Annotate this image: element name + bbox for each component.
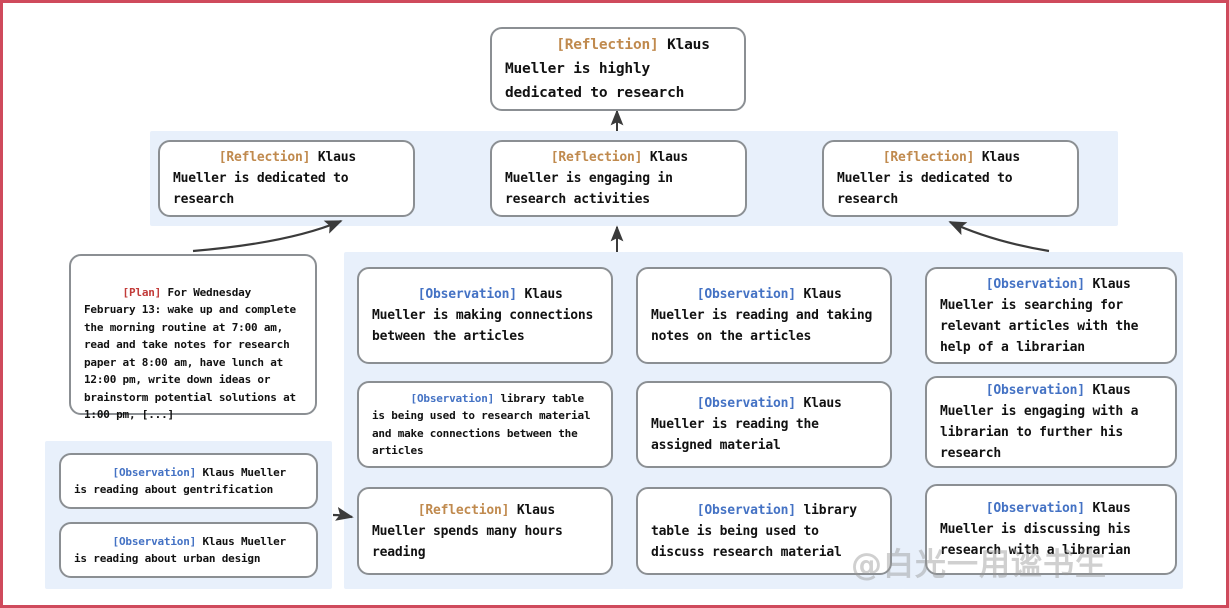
node-text: Klaus Mueller is dedicated to research	[837, 150, 1028, 207]
node-text: Klaus Mueller is reading and taking note…	[651, 287, 880, 344]
node-col1-reflection[interactable]: [Reflection] Klaus Mueller spends many h…	[357, 487, 613, 575]
node-text: Klaus Mueller is engaging with a librari…	[940, 383, 1146, 461]
tag-reflection: [Reflection]	[882, 150, 975, 165]
tag-observation: [Observation]	[696, 502, 796, 518]
tag-observation: [Observation]	[112, 534, 197, 548]
node-level2-left[interactable]: [Reflection] Klaus Mueller is dedicated …	[158, 140, 415, 217]
node-text: Klaus Mueller is discussing his research…	[940, 501, 1139, 558]
node-col3-observation-3[interactable]: [Observation] Klaus Mueller is discussin…	[925, 484, 1177, 575]
node-level2-right[interactable]: [Reflection] Klaus Mueller is dedicated …	[822, 140, 1079, 217]
node-col1-observation-2[interactable]: [Observation] library table is being use…	[357, 381, 613, 468]
node-col3-observation-1[interactable]: [Observation] Klaus Mueller is searching…	[925, 267, 1177, 364]
node-text: Klaus Mueller is dedicated to research	[173, 150, 364, 207]
node-text: library table is being used to research …	[372, 391, 597, 458]
node-text: For Wednesday February 13: wake up and c…	[84, 285, 303, 422]
tag-observation: [Observation]	[985, 276, 1085, 292]
tag-plan: [Plan]	[122, 285, 162, 299]
node-plan[interactable]: [Plan] For Wednesday February 13: wake u…	[69, 254, 317, 421]
node-col2-observation-3[interactable]: [Observation] library table is being use…	[636, 487, 892, 575]
node-text: library table is being used to discuss r…	[651, 502, 865, 560]
tag-reflection: [Reflection]	[556, 37, 659, 53]
node-left-observation-2[interactable]: [Observation] Klaus Mueller is reading a…	[59, 522, 318, 578]
tag-reflection: [Reflection]	[417, 502, 510, 518]
node-text: Klaus Mueller is searching for relevant …	[940, 276, 1146, 355]
node-col1-observation-1[interactable]: [Observation] Klaus Mueller is making co…	[357, 267, 613, 364]
node-left-observation-1[interactable]: [Observation] Klaus Mueller is reading a…	[59, 453, 318, 509]
node-text: Klaus Mueller is reading about urban des…	[74, 534, 293, 566]
tag-observation: [Observation]	[410, 391, 495, 405]
tag-observation: [Observation]	[696, 287, 796, 302]
node-level2-center[interactable]: [Reflection] Klaus Mueller is engaging i…	[490, 140, 747, 217]
node-text: Klaus Mueller is making connections betw…	[372, 287, 601, 344]
tag-observation: [Observation]	[985, 383, 1085, 398]
tag-observation: [Observation]	[985, 501, 1085, 516]
node-text: Klaus Mueller is engaging in research ac…	[505, 150, 696, 207]
node-root-reflection[interactable]: [Reflection] Klaus Mueller is highly ded…	[490, 27, 746, 111]
node-col2-observation-2[interactable]: [Observation] Klaus Mueller is reading t…	[636, 381, 892, 468]
tag-observation: [Observation]	[112, 465, 197, 479]
tag-observation: [Observation]	[696, 396, 796, 411]
tag-reflection: [Reflection]	[218, 150, 311, 165]
watermark: @白光一用谧书生	[851, 547, 1107, 583]
tag-observation: [Observation]	[417, 287, 517, 302]
node-text: Klaus Mueller is highly dedicated to res…	[505, 37, 719, 101]
node-text: Klaus Mueller is reading the assigned ma…	[651, 396, 850, 453]
node-col2-observation-1[interactable]: [Observation] Klaus Mueller is reading a…	[636, 267, 892, 364]
node-text: Klaus Mueller is reading about gentrific…	[74, 465, 293, 497]
node-text: Klaus Mueller spends many hours reading	[372, 502, 571, 560]
tag-reflection: [Reflection]	[550, 150, 643, 165]
node-col3-observation-2[interactable]: [Observation] Klaus Mueller is engaging …	[925, 376, 1177, 468]
